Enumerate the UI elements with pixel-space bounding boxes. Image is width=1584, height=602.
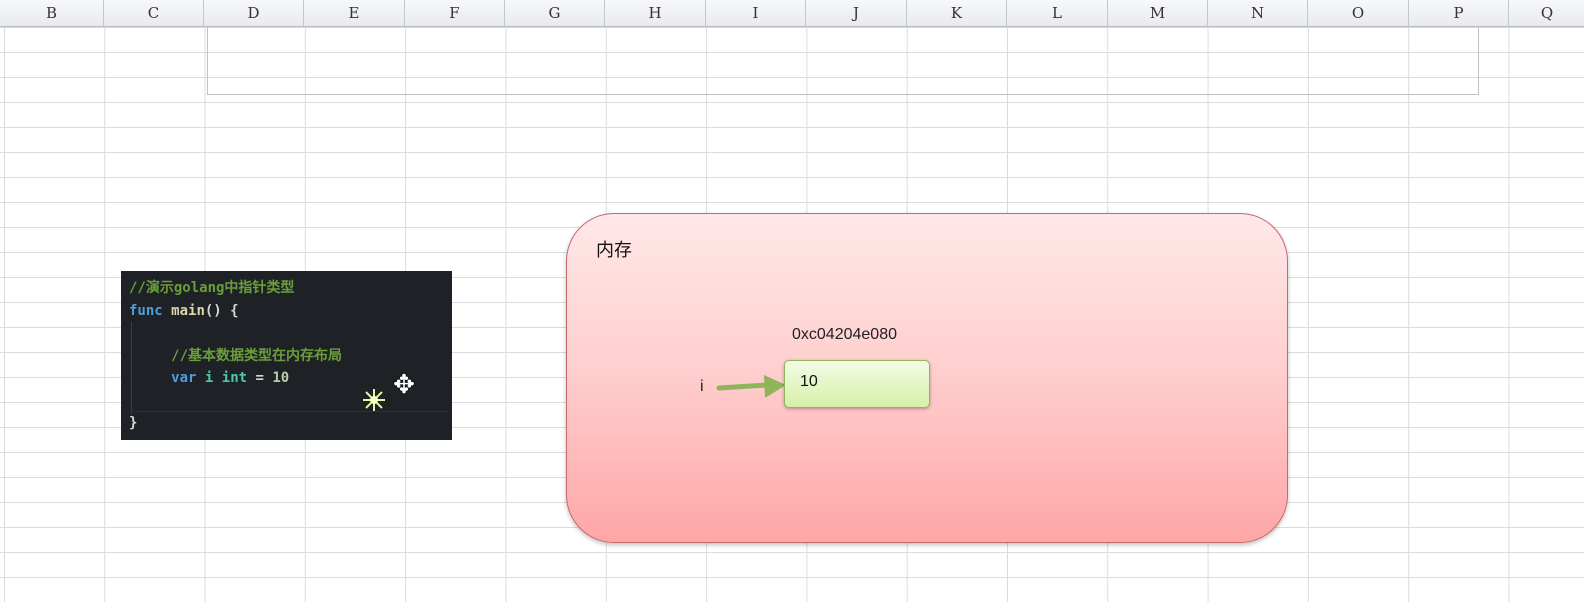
text-box-outline[interactable] bbox=[207, 27, 1479, 95]
column-header-o[interactable]: O bbox=[1308, 0, 1409, 26]
column-header-q[interactable]: Q bbox=[1509, 0, 1584, 26]
code-line-comment-1: //演示golang中指针类型 bbox=[129, 277, 452, 300]
move-cursor-icon: ✥ bbox=[393, 370, 415, 400]
code-line-func: func main() { bbox=[129, 300, 452, 323]
memory-value-cell[interactable] bbox=[784, 360, 930, 408]
column-header-f[interactable]: F bbox=[405, 0, 505, 26]
column-header-row: B C D E F G H I J K L M N O P Q bbox=[0, 0, 1584, 27]
code-equals: = bbox=[255, 370, 264, 386]
indent-guide bbox=[131, 322, 132, 414]
code-snippet-image[interactable]: //演示golang中指针类型 func main() { //基本数据类型在内… bbox=[121, 271, 452, 440]
memory-value-text: 10 bbox=[800, 373, 818, 390]
code-number: 10 bbox=[272, 370, 290, 386]
memory-title: 内存 bbox=[596, 240, 632, 261]
column-header-k[interactable]: K bbox=[907, 0, 1007, 26]
code-line-comment-2: //基本数据类型在内存布局 bbox=[129, 345, 452, 368]
code-keyword-func: func bbox=[129, 302, 163, 319]
column-header-j[interactable]: J bbox=[806, 0, 907, 26]
column-header-n[interactable]: N bbox=[1208, 0, 1308, 26]
code-comment: //基本数据类型在内存布局 bbox=[171, 347, 343, 364]
code-function-name: main bbox=[171, 302, 205, 319]
column-header-d[interactable]: D bbox=[204, 0, 304, 26]
code-closing-brace: } bbox=[129, 415, 138, 431]
column-header-l[interactable]: L bbox=[1007, 0, 1108, 26]
code-comment: //演示golang中指针类型 bbox=[129, 280, 295, 296]
column-header-b[interactable]: B bbox=[0, 0, 104, 26]
code-variable-name: i bbox=[204, 370, 214, 386]
column-header-e[interactable]: E bbox=[304, 0, 405, 26]
code-line-var: var i int = 10 bbox=[129, 367, 452, 390]
column-header-p[interactable]: P bbox=[1409, 0, 1509, 26]
current-line-highlight bbox=[130, 411, 448, 412]
code-line-close-brace: } bbox=[129, 412, 452, 435]
code-parens-brace: () { bbox=[204, 302, 239, 319]
code-keyword-var: var bbox=[171, 370, 197, 386]
column-header-h[interactable]: H bbox=[605, 0, 706, 26]
column-header-i[interactable]: I bbox=[706, 0, 806, 26]
memory-address-label: 0xc04204e080 bbox=[792, 326, 897, 343]
sparkle-icon bbox=[363, 389, 385, 411]
code-type-int: int bbox=[221, 370, 248, 386]
variable-name-label: i bbox=[700, 378, 704, 395]
column-header-c[interactable]: C bbox=[104, 0, 204, 26]
column-header-g[interactable]: G bbox=[505, 0, 605, 26]
column-header-m[interactable]: M bbox=[1108, 0, 1208, 26]
arrow-right-icon bbox=[716, 375, 786, 398]
code-line-blank-1 bbox=[129, 322, 452, 345]
